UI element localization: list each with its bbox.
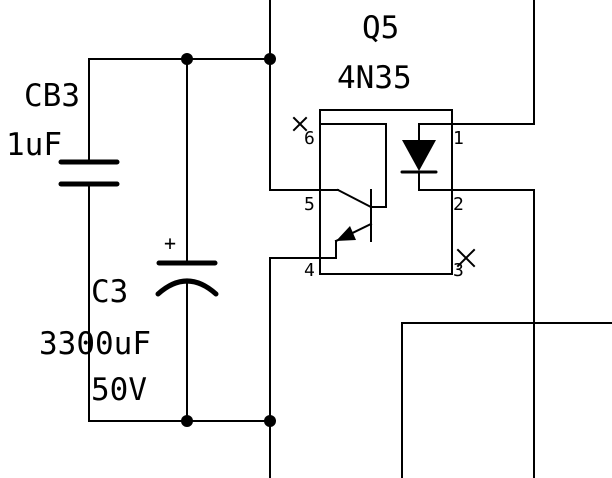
capacitor-curved-plate <box>155 278 219 297</box>
no-connect-x-icon <box>292 116 308 132</box>
optocoupler-q5: Q5 4N35 6 5 4 1 2 3 <box>292 10 476 281</box>
c3-polarity-mark: + <box>164 231 176 255</box>
junction-dot-icon <box>181 415 193 427</box>
wires <box>88 0 612 478</box>
c3-value: 3300uF <box>39 326 151 362</box>
cb3-value: 1uF <box>6 127 62 163</box>
npn-phototransistor-icon <box>319 123 387 259</box>
capacitor-cb3: CB3 1uF <box>6 78 120 187</box>
pin-number: 4 <box>304 260 315 281</box>
c3-voltage: 50V <box>91 372 147 408</box>
led-diode-icon <box>400 123 453 191</box>
q5-part-number: 4N35 <box>337 60 412 96</box>
c3-designator: C3 <box>91 274 128 310</box>
pin-number: 1 <box>453 128 464 149</box>
q5-designator: Q5 <box>362 10 399 46</box>
junction-dot-icon <box>264 53 276 65</box>
optocoupler-body <box>319 109 453 275</box>
junction-dot-icon <box>264 415 276 427</box>
capacitor-c3: + C3 3300uF 50V <box>39 231 219 408</box>
pin-number: 3 <box>453 260 464 281</box>
pin-number: 2 <box>453 194 464 215</box>
pin-number: 5 <box>304 194 315 215</box>
cb3-designator: CB3 <box>24 78 80 114</box>
no-connect-x-icon <box>456 248 476 268</box>
pin-number: 6 <box>304 128 315 149</box>
junctions <box>181 53 276 427</box>
junction-dot-icon <box>181 53 193 65</box>
